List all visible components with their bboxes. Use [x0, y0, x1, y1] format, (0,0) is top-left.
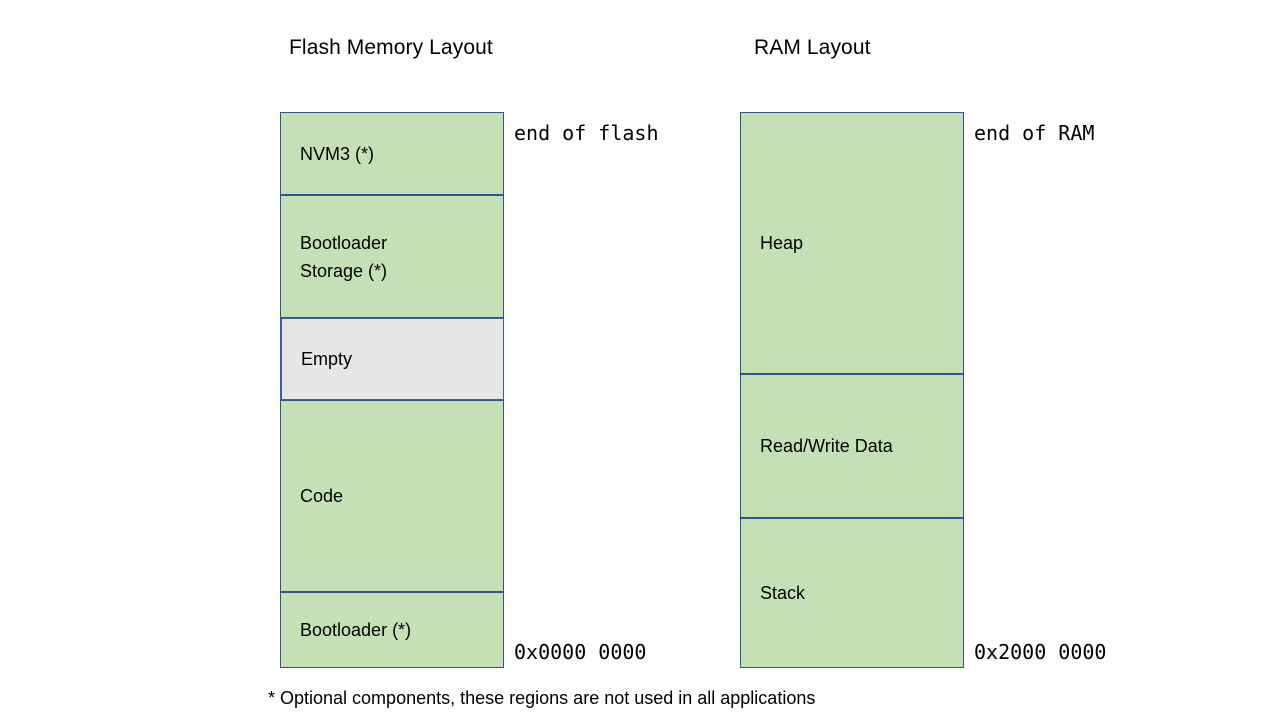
- flash-memory-column: NVM3 (*) Bootloader Storage (*) Empty Co…: [280, 112, 504, 668]
- ram-block-read-write-data[interactable]: Read/Write Data: [740, 374, 964, 518]
- flash-block-bootloader[interactable]: Bootloader (*): [280, 592, 504, 668]
- ram-block-stack[interactable]: Stack: [740, 518, 964, 668]
- flash-block-bootloader-storage[interactable]: Bootloader Storage (*): [280, 195, 504, 318]
- flash-block-empty-label: Empty: [301, 349, 353, 369]
- flash-block-nvm3-label: NVM3 (*): [300, 143, 375, 164]
- ram-block-read-write-data-label: Read/Write Data: [760, 436, 893, 456]
- optional-components-footnote: * Optional components, these regions are…: [268, 688, 816, 708]
- flash-block-empty[interactable]: Empty: [280, 318, 504, 400]
- flash-top-address-label: end of flash: [514, 121, 659, 145]
- flash-block-code[interactable]: Code: [280, 400, 504, 592]
- ram-column-title: RAM Layout: [754, 36, 871, 59]
- flash-block-bootloader-label: Bootloader (*): [300, 620, 412, 640]
- flash-block-code-label: Code: [300, 486, 344, 506]
- ram-block-stack-label: Stack: [760, 583, 806, 603]
- ram-memory-column: Heap Read/Write Data Stack: [740, 112, 964, 668]
- ram-bottom-address-label: 0x2000 0000: [974, 640, 1107, 664]
- flash-bottom-address-label: 0x0000 0000: [514, 640, 647, 664]
- ram-block-heap[interactable]: Heap: [740, 112, 964, 374]
- flash-block-bootloader-storage-label: Bootloader Storage (*): [300, 232, 388, 281]
- flash-block-nvm3[interactable]: NVM3 (*): [280, 112, 504, 195]
- ram-block-heap-label: Heap: [760, 233, 804, 253]
- ram-top-address-label: end of RAM: [974, 121, 1095, 145]
- flash-column-title: Flash Memory Layout: [289, 36, 493, 59]
